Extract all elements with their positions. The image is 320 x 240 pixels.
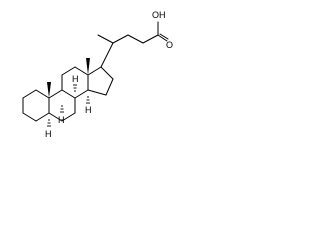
hydroxyl-label: OH — [152, 10, 166, 20]
side-chain — [97, 21, 169, 68]
angular-methyl-c13 — [86, 58, 90, 75]
stereo-h-c9: H — [58, 105, 65, 125]
ring-d — [87, 66, 114, 96]
hydrogen-label-c14: H — [85, 105, 92, 115]
stereo-h-c5: H — [45, 119, 52, 139]
stereo-h-c8: H — [72, 74, 79, 92]
ring-c — [61, 66, 89, 99]
ring-b — [48, 89, 76, 122]
steroid-skeletal-structure: H H H H OH O — [22, 10, 173, 139]
ring-a — [22, 89, 50, 122]
hydrogen-label-c9: H — [58, 115, 65, 125]
hydrogen-label-c8: H — [72, 74, 79, 84]
carbonyl-oxygen-label: O — [166, 40, 173, 50]
hydrogen-label-c5: H — [45, 129, 52, 139]
stereo-h-c14: H — [85, 96, 92, 115]
angular-methyl-c10 — [47, 82, 51, 98]
